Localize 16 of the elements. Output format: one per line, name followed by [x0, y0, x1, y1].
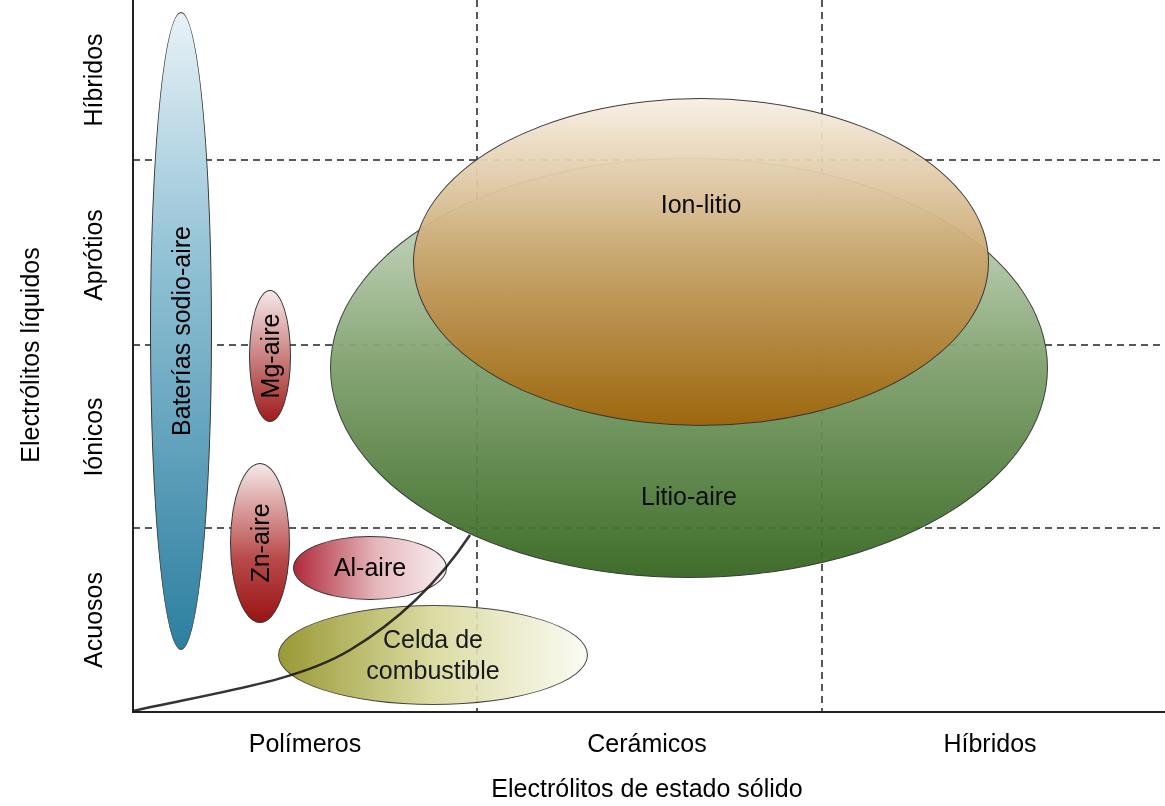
axis-label: Cerámicos: [587, 730, 707, 756]
axis-label: Electrólitos líquidos: [17, 247, 43, 463]
axis-label: Iónicos: [80, 397, 106, 477]
axis-label: Aprótios: [80, 209, 106, 301]
axis-label: Híbridos: [80, 33, 106, 127]
node-label: Ion-litio: [660, 189, 742, 220]
node-label: Mg-aire: [257, 313, 283, 399]
node-label: Litio-aire: [641, 481, 737, 512]
axis-label: Acuosos: [80, 572, 106, 668]
axis-label: Polímeros: [248, 730, 362, 756]
node-label: Celda de combustible: [365, 623, 501, 686]
node-label: Al-aire: [333, 552, 407, 584]
axis-label: Electrólitos de estado sólido: [491, 775, 803, 801]
node-label: Baterías sodio-aire: [168, 226, 194, 436]
node-label: Zn-aire: [247, 503, 273, 583]
axis-label: Híbridos: [943, 730, 1037, 756]
